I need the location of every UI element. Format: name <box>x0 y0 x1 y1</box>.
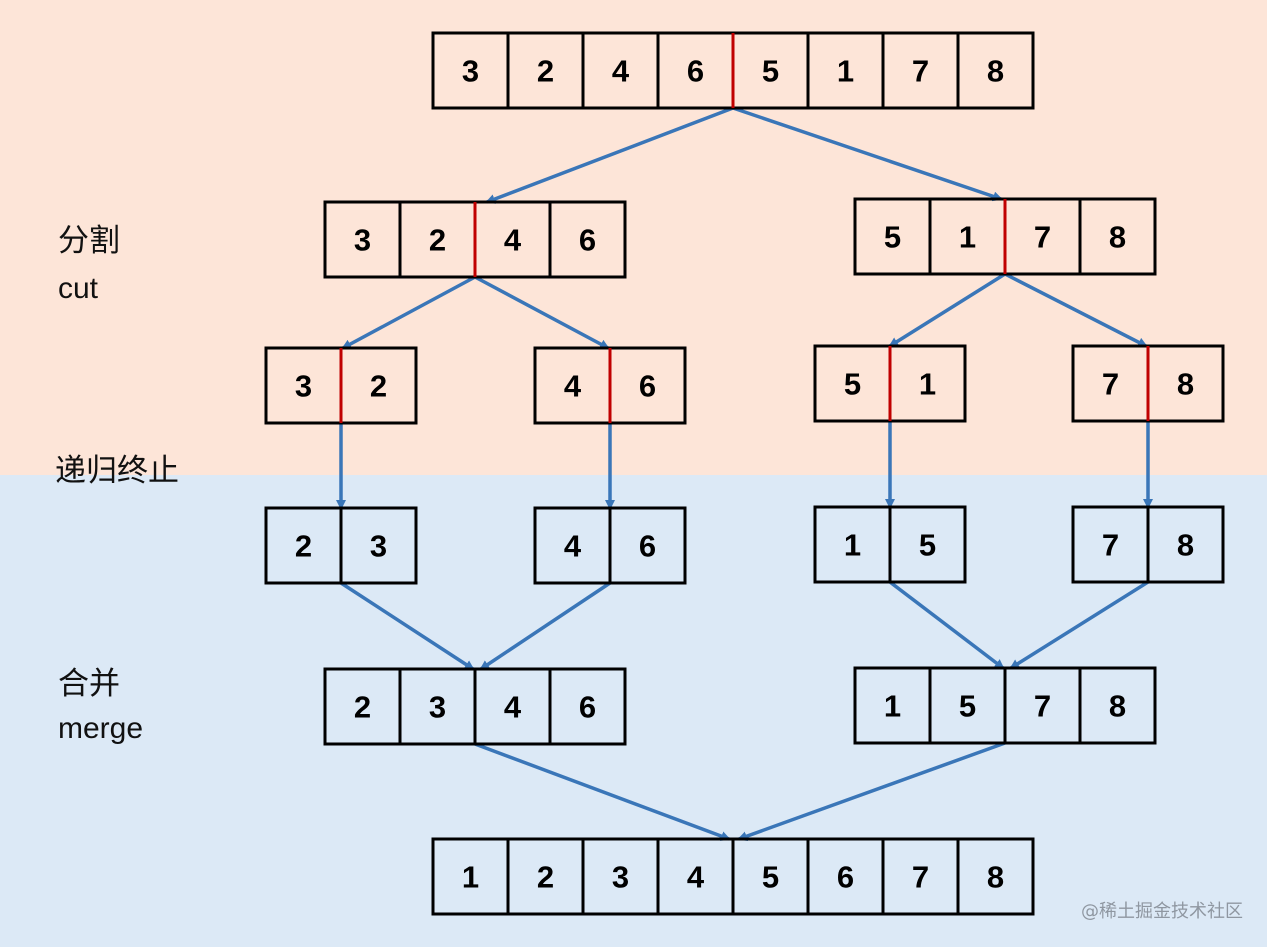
array-level1-right: 5 1 7 8 <box>853 197 1157 276</box>
cell-value: 1 <box>462 860 479 895</box>
label-merge-zh: 合并 <box>58 666 120 702</box>
cell-value: 3 <box>370 529 387 564</box>
cell-value: 3 <box>462 54 479 89</box>
cell-value: 1 <box>959 220 976 255</box>
cell-value: 8 <box>1177 528 1194 563</box>
arrow-split-0-left <box>485 106 734 204</box>
cell-value: 8 <box>1109 220 1126 255</box>
cell-value: 1 <box>837 54 854 89</box>
cell-value: 4 <box>564 529 582 564</box>
cell-value: 2 <box>295 529 312 564</box>
cell-value: 4 <box>687 860 705 895</box>
cell-value: 4 <box>504 690 522 725</box>
cell-value: 7 <box>1102 528 1119 563</box>
cell-value: 5 <box>919 528 936 563</box>
cell-value: 5 <box>959 689 976 724</box>
cell-value: 1 <box>919 367 936 402</box>
cell-value: 3 <box>612 860 629 895</box>
label-cut-zh: 分割 <box>58 223 120 259</box>
arrow-merge-final-right <box>737 741 1006 841</box>
cell-value: 2 <box>429 223 446 258</box>
cell-value: 2 <box>537 54 554 89</box>
cell-value: 8 <box>987 54 1004 89</box>
merge-phase-background <box>0 475 1267 947</box>
arrow-merge-d <box>1009 580 1149 670</box>
arrow-split-1r-c <box>888 272 1006 348</box>
cell-value: 1 <box>884 689 901 724</box>
cell-value: 3 <box>354 223 371 258</box>
cell-value: 3 <box>429 690 446 725</box>
cell-value: 7 <box>912 860 929 895</box>
cell-value: 2 <box>537 860 554 895</box>
cell-value: 5 <box>762 54 779 89</box>
cell-value: 4 <box>504 223 522 258</box>
cell-value: 8 <box>1177 367 1194 402</box>
array-level1-left: 3 2 4 6 <box>323 200 627 279</box>
label-cut-en: cut <box>58 272 99 305</box>
cell-value: 1 <box>844 528 861 563</box>
cell-value: 6 <box>837 860 854 895</box>
label-merge-en: merge <box>58 712 144 745</box>
cell-value: 7 <box>1034 220 1051 255</box>
cell-value: 5 <box>762 860 779 895</box>
cell-value: 7 <box>1034 689 1051 724</box>
cell-value: 6 <box>579 690 596 725</box>
cell-value: 7 <box>1102 367 1119 402</box>
arrow-split-1r-d <box>1004 272 1148 348</box>
arrow-split-0-right <box>732 106 1003 202</box>
label-recursion-stop: 递归终止 <box>55 453 179 489</box>
cell-value: 4 <box>564 369 582 404</box>
cell-value: 2 <box>354 690 371 725</box>
arrow-split-1l-a <box>341 275 476 350</box>
array-level0: 3 2 4 6 5 1 7 8 <box>431 31 1035 110</box>
watermark-text: @稀土掘金技术社区 <box>1081 901 1243 922</box>
cell-value: 6 <box>579 223 596 258</box>
cell-value: 7 <box>912 54 929 89</box>
array-level5: 1 2 3 4 5 6 7 8 <box>431 837 1035 916</box>
arrows-layer <box>336 106 1153 841</box>
arrow-merge-final-left <box>474 742 731 841</box>
cell-value: 8 <box>1109 689 1126 724</box>
cell-value: 5 <box>844 367 861 402</box>
cell-value: 3 <box>295 369 312 404</box>
arrow-merge-a <box>340 581 475 671</box>
cell-value: 5 <box>884 220 901 255</box>
array-level4-left: 2 3 4 6 <box>323 667 627 746</box>
cell-value: 6 <box>687 54 704 89</box>
cell-value: 6 <box>639 529 656 564</box>
arrow-split-1l-b <box>474 275 610 350</box>
cell-value: 4 <box>612 54 630 89</box>
arrow-merge-b <box>479 581 611 671</box>
arrow-merge-c <box>888 580 1005 670</box>
cell-value: 8 <box>987 860 1004 895</box>
cut-phase-background <box>0 0 1267 475</box>
cell-value: 2 <box>370 369 387 404</box>
cell-value: 6 <box>639 369 656 404</box>
